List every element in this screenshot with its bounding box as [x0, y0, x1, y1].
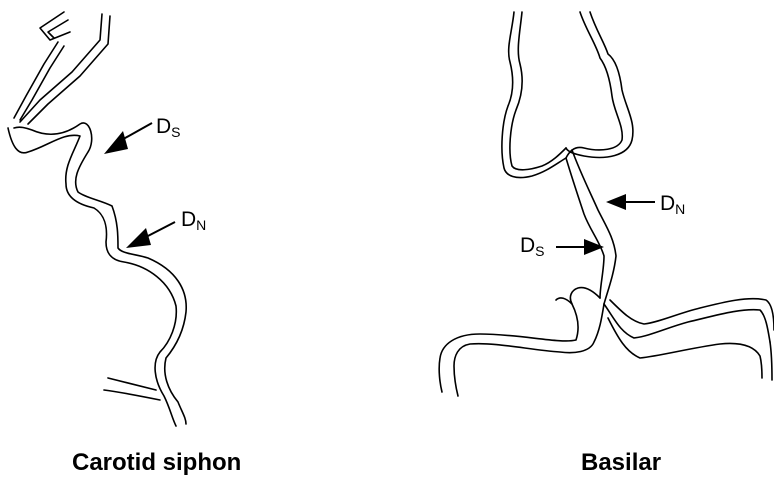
- basilar-ds-label: DS: [520, 234, 545, 259]
- basilar-panel: DN DS: [439, 12, 774, 396]
- basilar-upper-right-inner: [566, 12, 622, 158]
- carotid-dn-arrowhead: [126, 228, 151, 248]
- basilar-upper-left-inner: [510, 12, 566, 170]
- basilar-ds-arrowhead: [584, 239, 604, 255]
- carotid-siphon-outer-wall: [8, 128, 176, 426]
- carotid-dn-label: DN: [181, 208, 206, 233]
- carotid-siphon-panel: DS DN: [8, 12, 206, 426]
- carotid-dn-arrow: [144, 222, 175, 238]
- basilar-caption: Basilar: [581, 449, 661, 477]
- carotid-branch-wall-1: [20, 14, 102, 122]
- basilar-trunk-right-wall: [572, 150, 616, 304]
- carotid-siphon-inner-wall: [14, 123, 186, 424]
- carotid-ds-arrowhead: [104, 131, 128, 154]
- carotid-lower-branch-lower: [104, 390, 160, 400]
- basilar-lower-left-outer: [439, 288, 600, 392]
- basilar-lower-right-tail: [770, 342, 772, 380]
- basilar-lower-left-inner: [454, 304, 604, 396]
- basilar-trunk-left-wall: [566, 158, 604, 298]
- basilar-dn-label: DN: [660, 192, 685, 217]
- basilar-lower-left-loop: [556, 298, 572, 304]
- basilar-lower-right-lower: [608, 318, 762, 378]
- basilar-dn-arrowhead: [606, 194, 626, 210]
- basilar-lower-right-inner: [610, 299, 774, 330]
- carotid-upper-hook: [40, 12, 70, 40]
- carotid-lower-branch-upper: [108, 378, 156, 390]
- basilar-lower-right-outer: [604, 304, 770, 342]
- carotid-upper-hook-inner: [48, 20, 68, 38]
- carotid-branch-wall-3: [14, 42, 58, 118]
- carotid-siphon-caption: Carotid siphon: [72, 449, 241, 477]
- carotid-ds-label: DS: [156, 115, 181, 140]
- basilar-upper-left-outer: [502, 12, 566, 178]
